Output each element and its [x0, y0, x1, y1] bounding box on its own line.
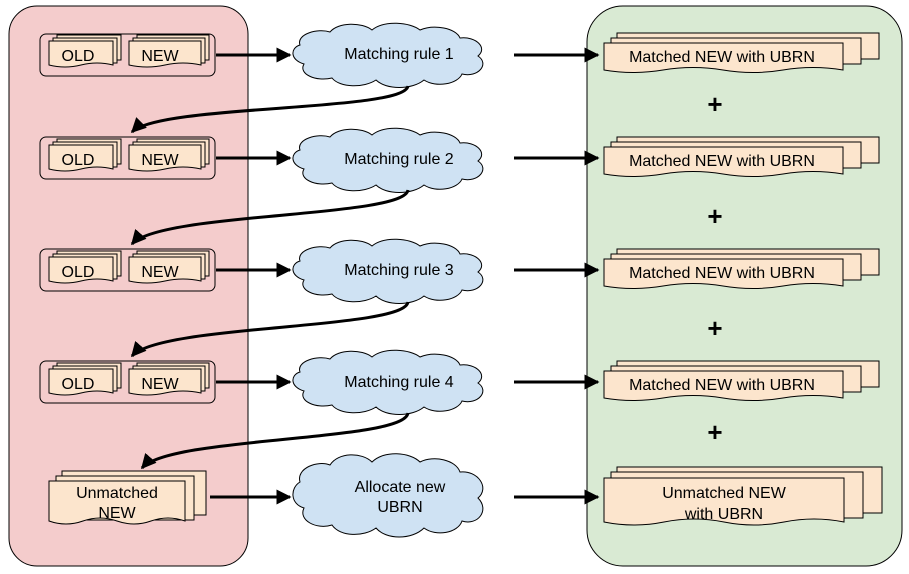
left-row-4: OLD NEW: [39, 360, 216, 404]
unmatched-new-doc: Unmatched NEW: [48, 470, 207, 525]
old-label: OLD: [62, 376, 95, 393]
new-label: NEW: [141, 152, 179, 169]
rule-cloud-4: Matching rule 4: [292, 349, 484, 415]
arrow-unmatched-to-next-row: [130, 189, 410, 246]
unmatched-with-ubrn-doc: Unmatched NEW with UBRN: [603, 466, 883, 526]
arrow-unmatched-to-next-row: [130, 85, 410, 134]
matched-doc-3: Matched NEW with UBRN: [603, 248, 880, 289]
rule-cloud-2: Matching rule 2: [292, 127, 484, 193]
allocate-label-line1: Allocate new: [355, 479, 446, 496]
arrow-unmatched-to-next-row: [130, 301, 410, 358]
plus-sign: +: [707, 417, 722, 447]
rule-cloud-1: Matching rule 1: [292, 22, 484, 88]
plus-sign: +: [707, 201, 722, 231]
unmatched-ubrn-label-line2: with UBRN: [684, 506, 763, 523]
matched-label: Matched NEW with UBRN: [629, 377, 815, 394]
old-label: OLD: [62, 48, 95, 65]
left-row-3: OLD NEW: [39, 248, 216, 292]
rule-label: Matching rule 2: [344, 151, 453, 168]
old-label: OLD: [62, 152, 95, 169]
new-label: NEW: [141, 48, 179, 65]
allocate-cloud: Allocate new UBRN: [292, 453, 484, 538]
plus-sign: +: [707, 89, 722, 119]
left-row-1: OLD NEW: [39, 33, 216, 77]
matched-label: Matched NEW with UBRN: [629, 49, 815, 66]
rule-label: Matching rule 4: [344, 374, 453, 391]
rule-label: Matching rule 1: [344, 46, 453, 63]
allocate-label-line2: UBRN: [377, 499, 422, 516]
plus-sign: +: [707, 313, 722, 343]
matched-doc-1: Matched NEW with UBRN: [603, 32, 880, 73]
old-label: OLD: [62, 264, 95, 281]
matched-doc-2: Matched NEW with UBRN: [603, 136, 880, 177]
matched-label: Matched NEW with UBRN: [629, 153, 815, 170]
unmatched-ubrn-label-line1: Unmatched NEW: [662, 485, 786, 502]
rule-label: Matching rule 3: [344, 262, 453, 279]
arrow-unmatched-to-final: [140, 412, 410, 470]
matched-doc-4: Matched NEW with UBRN: [603, 360, 880, 401]
new-label: NEW: [141, 376, 179, 393]
unmatched-new-label-line2: NEW: [98, 505, 136, 522]
matched-label: Matched NEW with UBRN: [629, 265, 815, 282]
rule-cloud-3: Matching rule 3: [292, 238, 484, 304]
left-row-2: OLD NEW: [39, 136, 216, 180]
new-label: NEW: [141, 264, 179, 281]
unmatched-new-label-line1: Unmatched: [76, 485, 158, 502]
